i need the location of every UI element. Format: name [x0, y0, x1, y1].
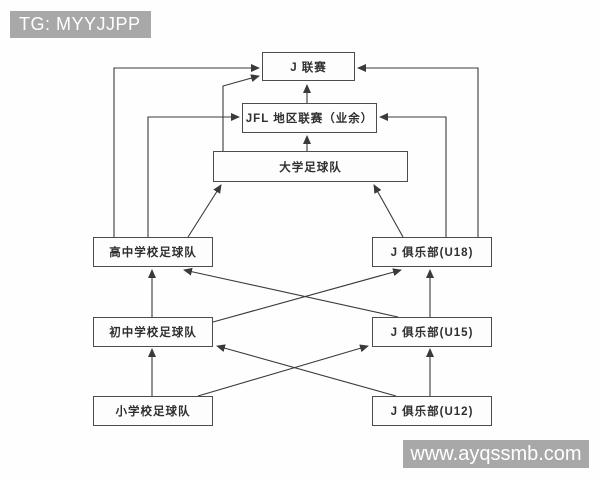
node-j-club-u12: J 俱乐部(U12)	[372, 396, 492, 426]
node-j-club-u15: J 俱乐部(U15)	[372, 317, 492, 347]
node-junior-high-team: 初中学校足球队	[93, 317, 213, 347]
node-j-club-u18: J 俱乐部(U18)	[372, 237, 492, 267]
node-high-school-team: 高中学校足球队	[93, 237, 213, 267]
node-j-league: J 联赛	[262, 52, 355, 81]
watermark-telegram-tag: TG: MYYJJPP	[10, 11, 151, 38]
node-jfl-regional-league: JFL 地区联赛（业余）	[242, 103, 377, 133]
node-university-team: 大学足球队	[213, 151, 408, 182]
node-elementary-team: 小学校足球队	[93, 396, 213, 426]
watermark-website: www.ayqssmb.com	[403, 440, 589, 468]
